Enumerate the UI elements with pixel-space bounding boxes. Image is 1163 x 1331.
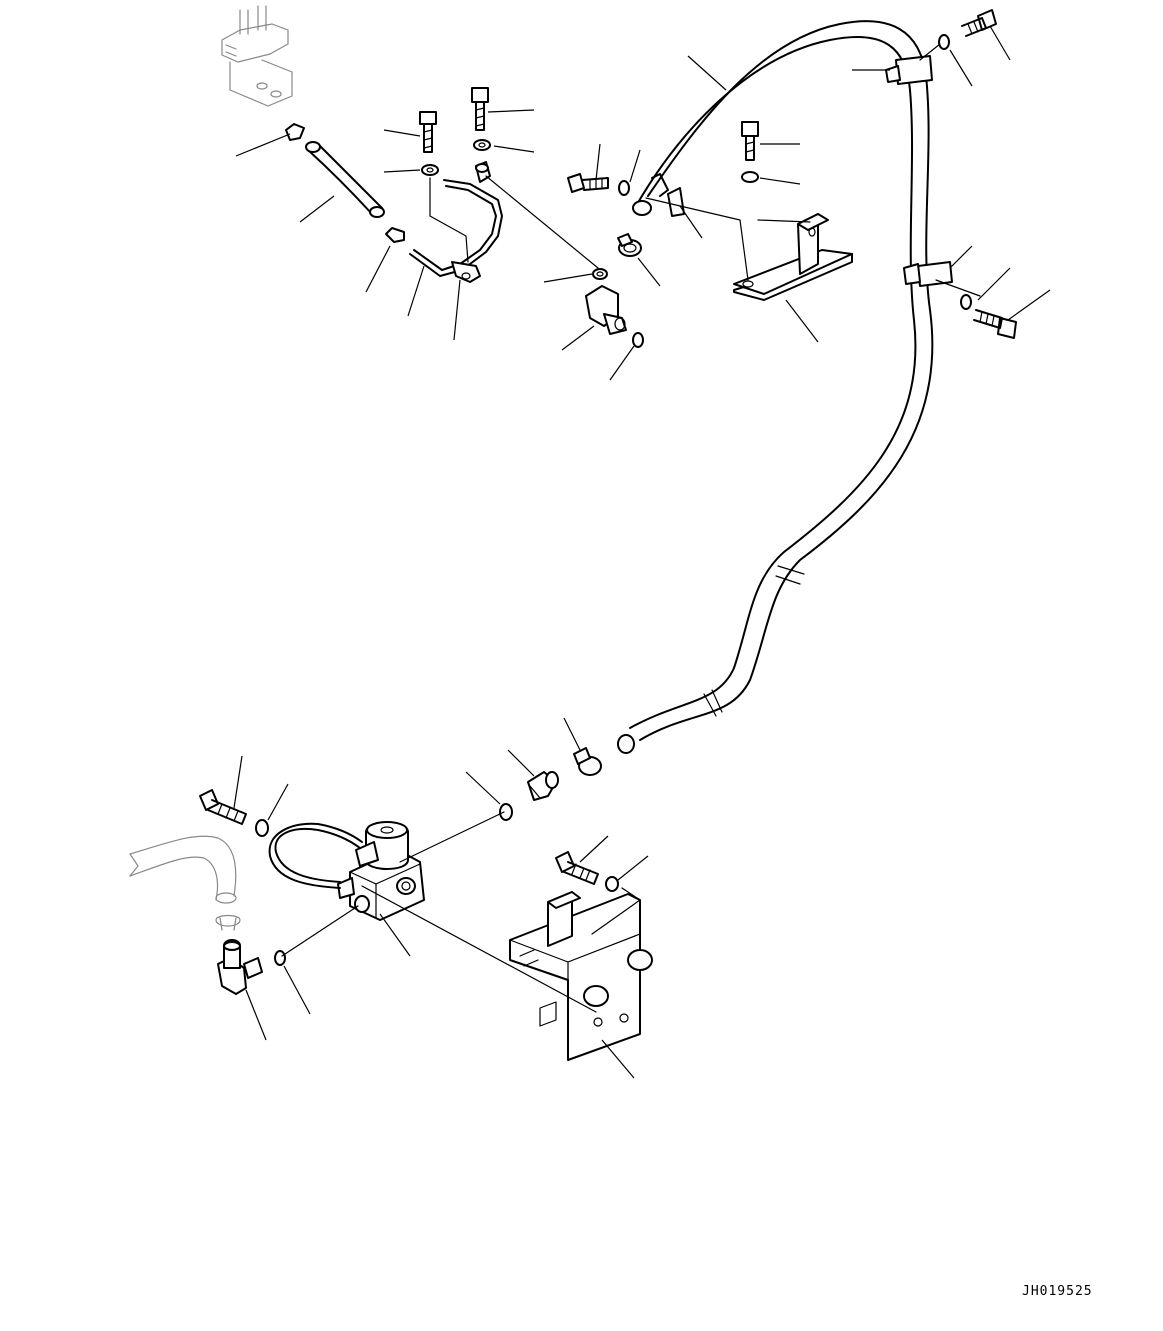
valve-bolt [199, 789, 269, 837]
small-hose-assembly [285, 123, 405, 243]
hose-clamp-upper [617, 233, 642, 257]
assembly-centerlines [281, 43, 981, 1013]
main-hose [617, 20, 953, 754]
reference-hose-lower [129, 835, 241, 931]
side-bolt-upper [567, 173, 630, 196]
steel-tube-assembly [409, 161, 503, 283]
drawing-code-label: JH019525 [1022, 1284, 1093, 1299]
mount-plate-upper-right [733, 213, 853, 301]
solenoid-valve [268, 821, 425, 921]
bracket-bolt-lower [555, 851, 619, 892]
lower-fittings [499, 747, 602, 821]
upper-bolts [419, 87, 491, 176]
mount-bracket-lower [509, 891, 653, 1061]
lower-elbow-fitting [217, 939, 286, 995]
upper-elbow-fitting [585, 268, 644, 348]
reference-valve-bracket [221, 5, 293, 107]
upper-right-bolts [741, 9, 1017, 339]
callout-leaders [233, 25, 1051, 1079]
